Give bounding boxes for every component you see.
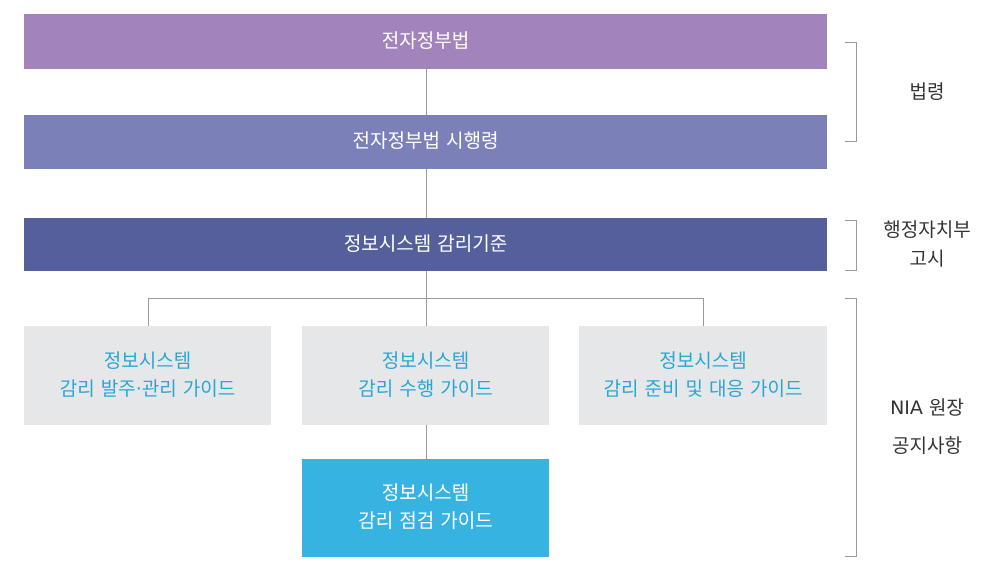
connector-branch-left [148, 298, 149, 326]
audit-standard-box: 정보시스템 감리기준 [24, 218, 827, 271]
ministry-notice-line2: 고시 [909, 248, 945, 270]
ministry-notice-line1: 행정자치부 [883, 218, 971, 241]
e-gov-act-box: 전자정부법 [24, 14, 827, 69]
law-category-label: 법령 [868, 78, 986, 108]
guide-inspect-box: 정보시스템 감리 점검 가이드 [302, 459, 549, 557]
connector-branch-center [426, 298, 427, 326]
connector-perform-inspect [426, 425, 427, 459]
e-gov-act-label: 전자정부법 [381, 29, 470, 52]
connector-branch-right [703, 298, 704, 326]
ministry-notice-bracket [845, 220, 857, 271]
ministry-notice-label: 행정자치부 고시 [868, 213, 986, 277]
guide-perform-line1: 정보시스템 [381, 349, 470, 372]
nia-notice-label: NIA 원장 공지사항 [868, 387, 986, 467]
guide-prepare-box: 정보시스템 감리 준비 및 대응 가이드 [579, 326, 827, 425]
guide-perform-line2: 감리 수행 가이드 [358, 377, 493, 400]
guide-inspect-line2: 감리 점검 가이드 [358, 510, 493, 532]
guide-order-box: 정보시스템 감리 발주·관리 가이드 [24, 326, 271, 425]
guide-perform-box: 정보시스템 감리 수행 가이드 [302, 326, 549, 425]
e-gov-decree-label: 전자정부법 시행령 [352, 130, 499, 153]
guide-prepare-line1: 정보시스템 [659, 349, 747, 372]
connector-act-decree [426, 69, 427, 115]
nia-notice-line1: NIA 원장 [890, 397, 964, 419]
connector-standard-branch [426, 271, 427, 298]
audit-standard-label: 정보시스템 감리기준 [343, 232, 508, 255]
e-gov-decree-box: 전자정부법 시행령 [24, 115, 827, 169]
guide-order-line2: 감리 발주·관리 가이드 [59, 377, 236, 400]
nia-notice-line2: 공지사항 [892, 435, 962, 457]
law-category-text: 법령 [909, 81, 945, 104]
guide-order-line1: 정보시스템 [103, 349, 192, 372]
guide-inspect-line1: 정보시스템 [381, 482, 470, 505]
connector-decree-standard [426, 169, 427, 218]
guide-prepare-line2: 감리 준비 및 대응 가이드 [603, 377, 803, 400]
nia-notice-bracket [845, 298, 857, 557]
law-bracket [845, 42, 857, 142]
